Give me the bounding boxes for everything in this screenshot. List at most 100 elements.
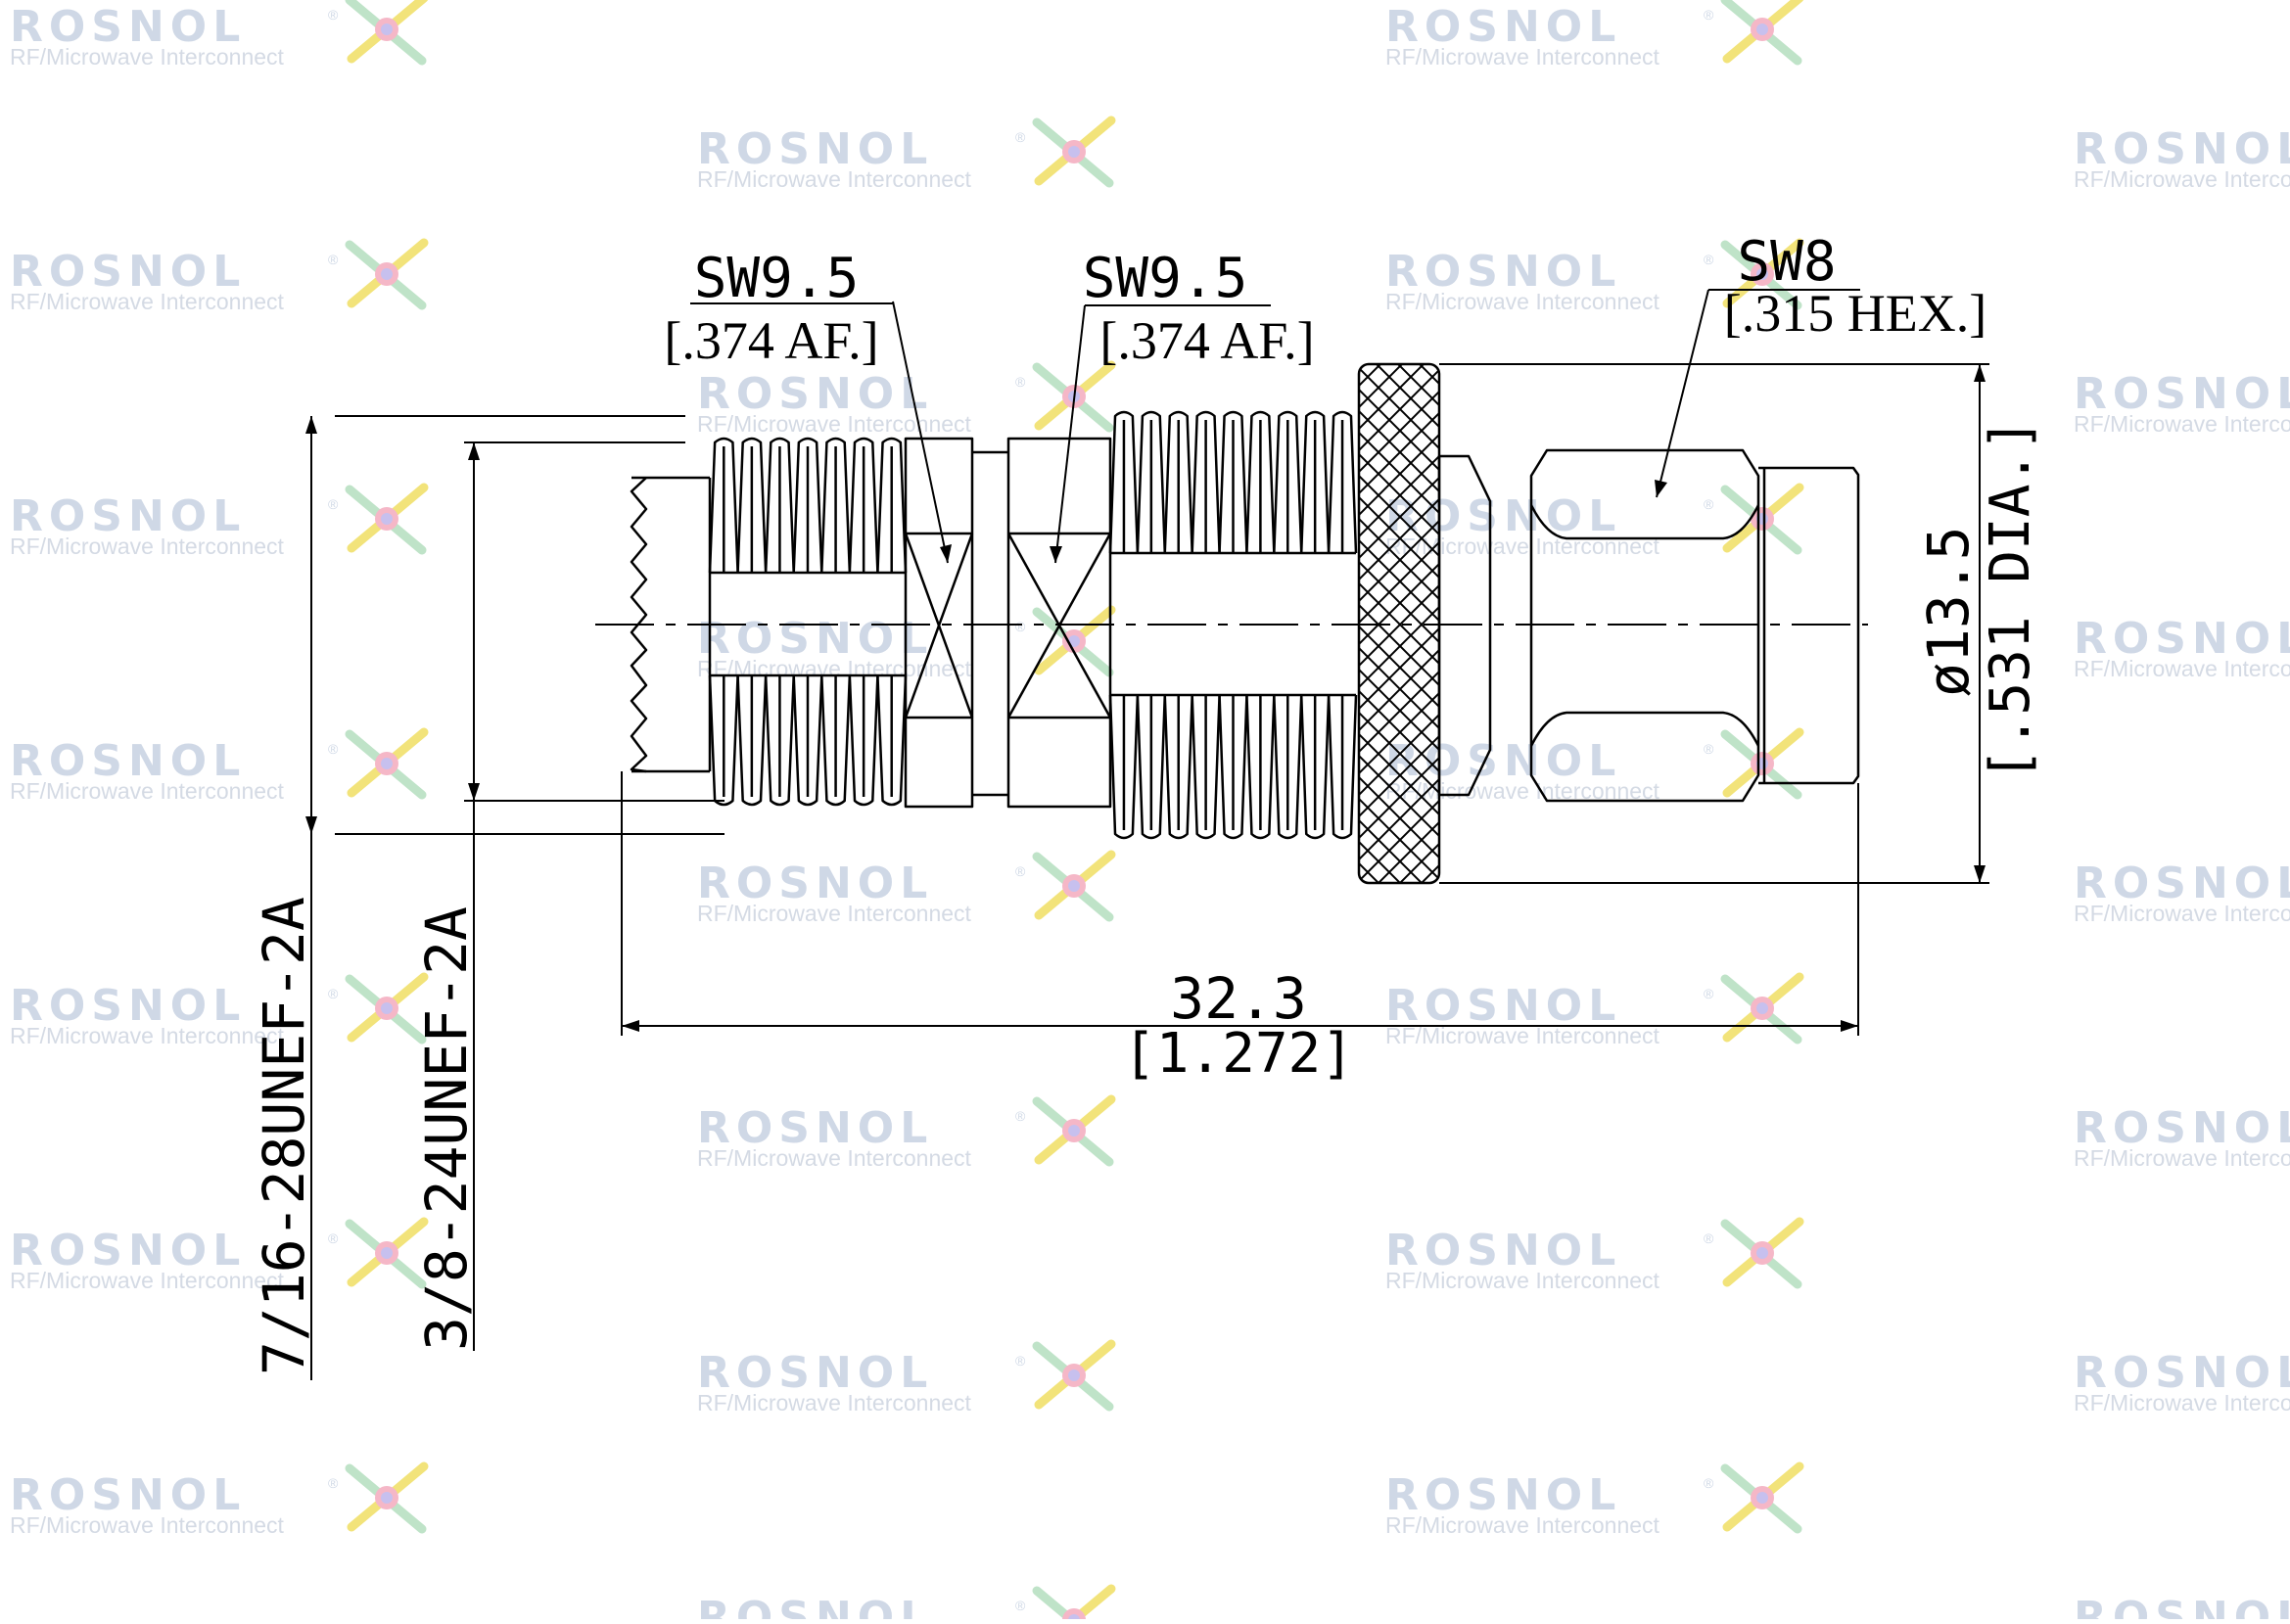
- thread-ridge: [876, 437, 908, 574]
- watermark-brand: ROSNOL: [10, 1470, 246, 1520]
- diameter-metric-label: ø13.5: [1915, 526, 1982, 697]
- thread-ridge: [764, 674, 795, 807]
- watermark-tagline: RF/Microwave Interconnect: [10, 44, 285, 70]
- watermark-registered-mark: ®: [328, 252, 339, 267]
- thread-ridge: [1191, 410, 1221, 554]
- watermark-tagline: RF/Microwave Interconnect: [1385, 289, 1660, 314]
- thread-ridge: [736, 674, 768, 807]
- watermark-brand: ROSNOL: [10, 491, 246, 541]
- watermark-registered-mark: ®: [1015, 374, 1026, 390]
- middle-hex-inch: [.374 AF.]: [1099, 311, 1314, 370]
- dimension-labels: 7/16-28UNEF-2A 3/8-24UNEF-2A ø13.5 [.531…: [251, 418, 2042, 1375]
- watermark-logo: [1032, 1094, 1116, 1167]
- watermark-registered-mark: ®: [1704, 252, 1714, 267]
- watermark-tagline: RF/Microwave Interconnect: [2074, 411, 2290, 437]
- thread-ridge: [1218, 694, 1248, 840]
- watermark-registered-mark: ®: [1704, 1475, 1714, 1491]
- watermark-tagline: RF/Microwave Interconnect: [10, 1268, 285, 1293]
- watermark-brand: ROSNOL: [10, 1226, 246, 1276]
- watermark-registered-mark: ®: [328, 496, 339, 512]
- watermark-registered-mark: ®: [1015, 863, 1026, 879]
- right-thread-bottom: [1108, 694, 1358, 840]
- left-thread-top: [708, 437, 908, 574]
- thread-ridge: [1245, 694, 1276, 840]
- left-hex-nut: [904, 437, 974, 809]
- watermark-logo: [1032, 1339, 1116, 1412]
- watermark-tagline: RF/Microwave Interconnect: [2074, 166, 2290, 192]
- watermark-registered-mark: ®: [1015, 1598, 1026, 1613]
- watermark-tagline: RF/Microwave Interconnect: [1385, 1023, 1660, 1048]
- right-hex-metric: SW8: [1737, 230, 1836, 294]
- thread-ridge: [848, 674, 879, 807]
- thread-ridge: [1136, 410, 1167, 554]
- watermark-logo: [1720, 972, 1804, 1044]
- watermark-tagline: RF/Microwave Interconnect: [10, 1512, 285, 1538]
- thread-ridge: [1108, 410, 1140, 554]
- watermark-logo: [345, 0, 429, 66]
- watermark-brand: ROSNOL: [697, 124, 933, 174]
- watermark-tagline: RF/Microwave Interconnect: [2074, 1390, 2290, 1415]
- left-serrated-end: [630, 477, 648, 773]
- watermark-logo: [345, 238, 429, 310]
- callout-labels: SW9.5 [.374 AF.] SW9.5 [.374 AF.] SW8 [.…: [664, 230, 1986, 370]
- thread-ridge: [708, 437, 739, 574]
- thread-ridge: [1273, 410, 1303, 554]
- left-thread-bottom: [708, 674, 908, 807]
- length-metric-label: 32.3: [1170, 965, 1307, 1032]
- watermark-logo: [1720, 727, 1804, 800]
- watermark-tagline: RF/Microwave Interconnect: [10, 778, 285, 804]
- watermark-registered-mark: ®: [1015, 1353, 1026, 1369]
- middle-hex-metric: SW9.5: [1083, 247, 1248, 310]
- right-thread-top: [1108, 410, 1358, 554]
- watermark-logo: [1032, 1584, 1116, 1624]
- right-hex-inch: [.315 HEX.]: [1724, 284, 1986, 343]
- length-inch-label: [1.272]: [1123, 1022, 1354, 1086]
- watermark-brand: ROSNOL: [1385, 1226, 1621, 1276]
- watermark-tagline: RF/Microwave Interconnect: [2074, 1145, 2290, 1171]
- thread-ridge: [736, 437, 768, 574]
- dimension-lines: [310, 289, 1989, 1380]
- watermark-tagline: RF/Microwave Interconnect: [697, 901, 972, 926]
- watermark-registered-mark: ®: [328, 7, 339, 23]
- watermark-registered-mark: ®: [1704, 741, 1714, 757]
- watermark-brand: ROSNOL: [2074, 1348, 2290, 1398]
- watermark-brand: ROSNOL: [2074, 124, 2290, 174]
- watermark-tagline: RF/Microwave Interconnect: [1385, 1268, 1660, 1293]
- thread-ridge: [1163, 694, 1193, 840]
- thread-ridge: [764, 437, 795, 574]
- watermark-logo: [1720, 238, 1804, 310]
- outer-thread-label: 7/16-28UNEF-2A: [251, 897, 317, 1375]
- watermark-brand: ROSNOL: [697, 1348, 933, 1398]
- body-step: [1437, 454, 1492, 797]
- watermark-registered-mark: ®: [328, 986, 339, 1001]
- watermark-registered-mark: ®: [1704, 496, 1714, 512]
- watermark-registered-mark: ®: [328, 1230, 339, 1246]
- thread-ridge: [1218, 410, 1248, 554]
- thread-ridge: [1163, 410, 1193, 554]
- watermark-brand: ROSNOL: [2074, 369, 2290, 419]
- watermark-logo: [1720, 0, 1804, 66]
- watermark-brand: ROSNOL: [697, 369, 933, 419]
- watermark-registered-mark: ®: [1015, 619, 1026, 634]
- diameter-inch-label: [.531 DIA.]: [1979, 418, 2042, 781]
- watermark-brand: ROSNOL: [10, 981, 246, 1031]
- watermark-logo: [345, 972, 429, 1044]
- watermark-tagline: RF/Microwave Interconnect: [697, 1145, 972, 1171]
- left-hex-metric: SW9.5: [694, 247, 860, 310]
- arrowheads: [305, 364, 1986, 1032]
- watermark-brand: ROSNOL: [10, 2, 246, 52]
- watermark-tagline: RF/Microwave Interconnect: [10, 289, 285, 314]
- watermark-brand: ROSNOL: [1385, 247, 1621, 297]
- watermark-logo: [345, 1217, 429, 1289]
